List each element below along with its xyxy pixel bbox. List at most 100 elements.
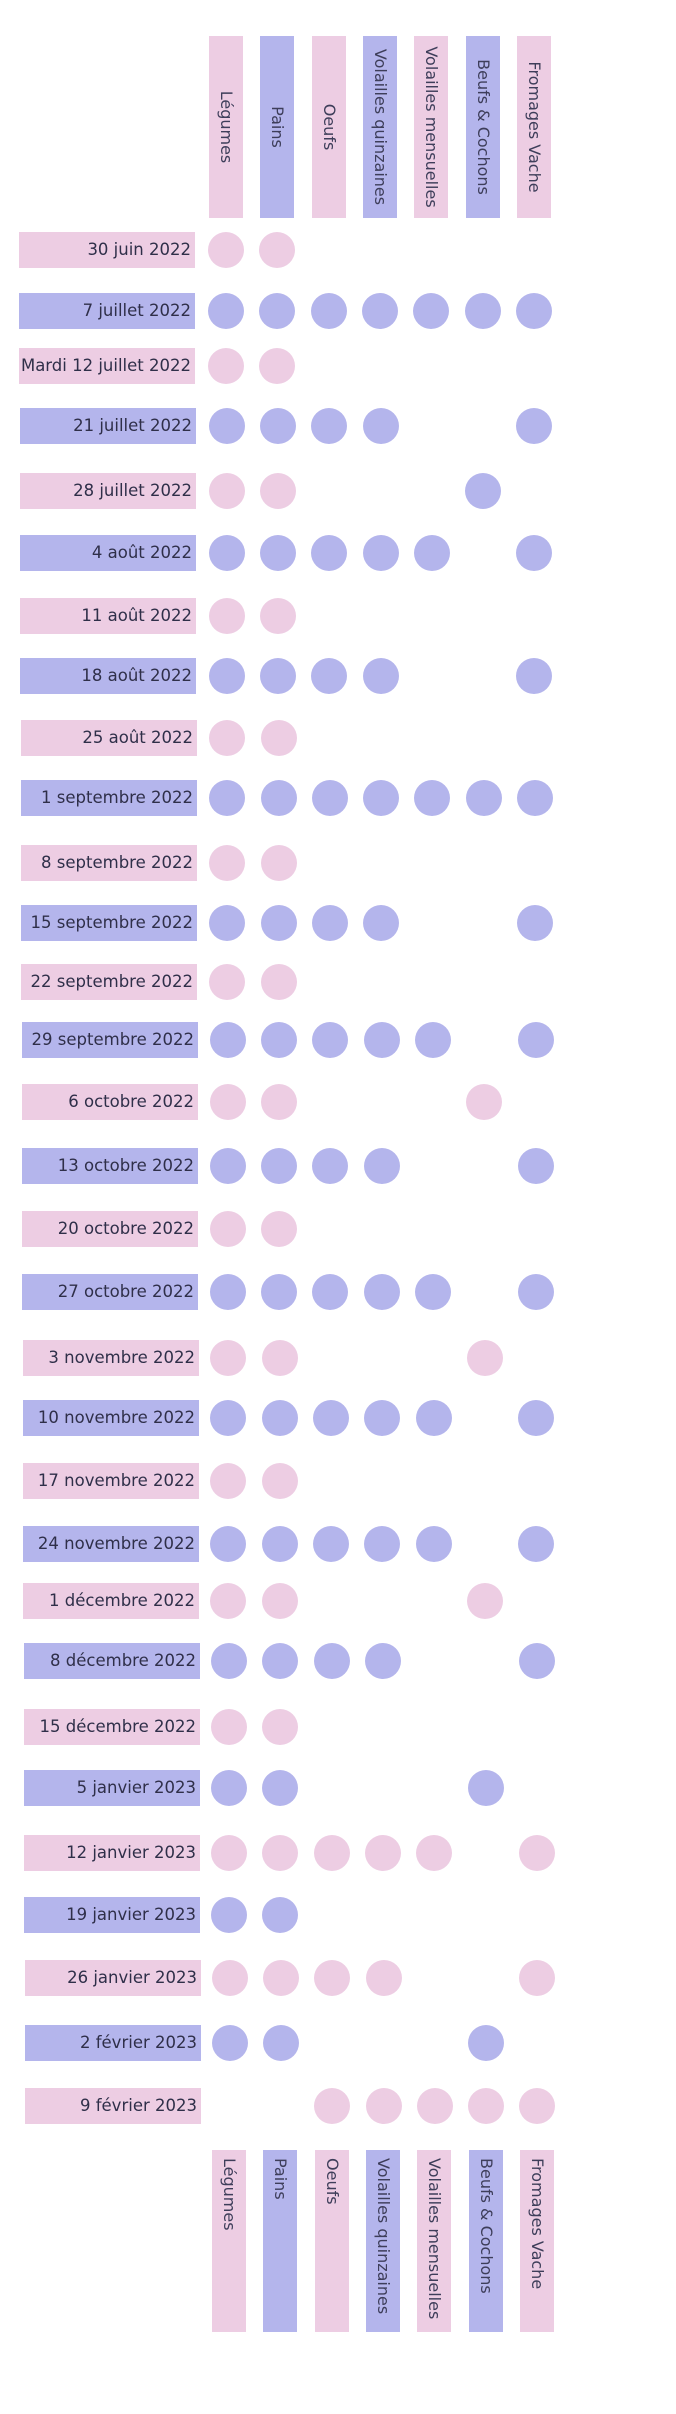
column-header-label: Fromages Vache: [527, 2158, 547, 2290]
delivery-dot: [208, 293, 244, 329]
delivery-dot: [312, 1022, 349, 1058]
delivery-dot: [260, 780, 297, 816]
column-header-top-4: Volailles quinzaines: [362, 36, 397, 218]
date-label: 9 février 2023: [25, 2088, 201, 2124]
delivery-dot: [259, 232, 296, 268]
column-header-label: Beufs & Cochons: [476, 2158, 496, 2294]
delivery-dot: [261, 1463, 298, 1499]
delivery-dot: [517, 905, 553, 941]
column-header-label: Volailles mensuelles: [422, 46, 442, 208]
column-header-bottom-4: Volailles quinzaines: [365, 2150, 400, 2332]
delivery-dot: [517, 780, 553, 816]
delivery-dot: [262, 1709, 299, 1745]
delivery-dot: [262, 1770, 299, 1806]
column-header-label: Légumes: [217, 90, 236, 164]
delivery-dot: [209, 845, 246, 881]
column-header-top-3: Oeufs: [311, 36, 346, 218]
column-header-label: Volailles quinzaines: [373, 2158, 393, 2315]
date-label: 8 décembre 2022: [24, 1643, 200, 1679]
delivery-dot: [262, 1643, 299, 1679]
delivery-dot: [208, 408, 245, 444]
delivery-dot: [466, 1340, 503, 1376]
delivery-dot: [261, 1148, 298, 1184]
delivery-dot: [468, 2088, 505, 2124]
date-label: 15 décembre 2022: [24, 1709, 200, 1745]
delivery-dot: [361, 293, 398, 329]
delivery-dot: [468, 2025, 505, 2061]
delivery-dot: [211, 1960, 248, 1996]
delivery-dot: [210, 1526, 247, 1562]
delivery-dot: [208, 535, 245, 571]
delivery-dot: [517, 1148, 554, 1184]
delivery-dot: [518, 1526, 555, 1562]
date-label: 3 novembre 2022: [23, 1340, 199, 1376]
delivery-dot: [364, 1400, 401, 1436]
column-header-bottom-3: Oeufs: [314, 2150, 349, 2332]
delivery-dot: [262, 1835, 299, 1871]
delivery-dot: [364, 1835, 401, 1871]
delivery-dot: [314, 1960, 351, 1996]
column-header-label: Beufs & Cochons: [473, 59, 493, 195]
delivery-dot: [516, 535, 553, 571]
column-header-label: Fromages Vache: [524, 61, 544, 193]
delivery-dot: [416, 2088, 453, 2124]
delivery-dot: [312, 1148, 349, 1184]
delivery-dot: [211, 1770, 247, 1806]
delivery-dot: [415, 1022, 451, 1058]
delivery-dot: [363, 1274, 400, 1310]
delivery-dot: [259, 348, 296, 384]
column-header-top-5: Volailles mensuelles: [414, 36, 449, 218]
delivery-dot: [208, 658, 245, 694]
delivery-dot: [363, 905, 400, 941]
delivery-dot: [313, 1835, 350, 1871]
date-label: 27 octobre 2022: [22, 1274, 198, 1310]
delivery-dot: [209, 780, 246, 816]
delivery-dot: [208, 473, 245, 509]
delivery-dot: [312, 1274, 349, 1310]
date-label: 29 septembre 2022: [22, 1022, 198, 1058]
date-label: 21 juillet 2022: [20, 408, 196, 444]
delivery-dot: [209, 905, 246, 941]
delivery-dot: [260, 964, 297, 1000]
delivery-dot: [209, 1022, 246, 1058]
delivery-dot: [261, 1400, 298, 1436]
delivery-dot: [260, 720, 297, 756]
delivery-dot: [364, 1526, 401, 1562]
delivery-dot: [261, 1084, 298, 1120]
delivery-dot: [261, 1274, 298, 1310]
delivery-dot: [519, 1960, 556, 1996]
delivery-dot: [414, 780, 451, 816]
delivery-dot: [208, 348, 244, 384]
date-label: 25 août 2022: [21, 720, 197, 756]
date-label: 20 octobre 2022: [22, 1211, 198, 1247]
delivery-dot: [362, 408, 399, 444]
column-header-label: Pains: [268, 106, 288, 148]
delivery-dot: [259, 293, 296, 329]
column-header-label: Volailles mensuelles: [425, 2158, 445, 2320]
column-header-bottom-6: Beufs & Cochons: [468, 2150, 503, 2332]
delivery-dot: [365, 2088, 402, 2124]
date-label: 18 août 2022: [20, 658, 196, 694]
delivery-dot: [261, 1022, 298, 1058]
delivery-dot: [363, 780, 400, 816]
delivery-dot: [466, 1583, 503, 1619]
date-label: 19 janvier 2023: [24, 1897, 200, 1933]
delivery-dot: [517, 1274, 554, 1310]
column-header-top-1: Légumes: [209, 36, 243, 218]
delivery-dot: [210, 1463, 247, 1499]
date-label: 28 juillet 2022: [20, 473, 196, 509]
delivery-dot: [211, 1897, 247, 1933]
delivery-dot: [259, 658, 296, 694]
delivery-dot: [363, 1022, 400, 1058]
delivery-dot: [262, 1897, 299, 1933]
delivery-dot: [259, 408, 296, 444]
date-label: 1 décembre 2022: [23, 1583, 199, 1619]
delivery-dot: [413, 293, 450, 329]
date-label: 7 juillet 2022: [19, 293, 195, 329]
delivery-dot: [211, 1835, 247, 1871]
delivery-dot: [211, 1643, 247, 1679]
date-label: 30 juin 2022: [19, 232, 195, 268]
delivery-dot: [518, 1643, 555, 1679]
delivery-dot: [517, 1022, 554, 1058]
date-label: 12 janvier 2023: [24, 1835, 200, 1871]
